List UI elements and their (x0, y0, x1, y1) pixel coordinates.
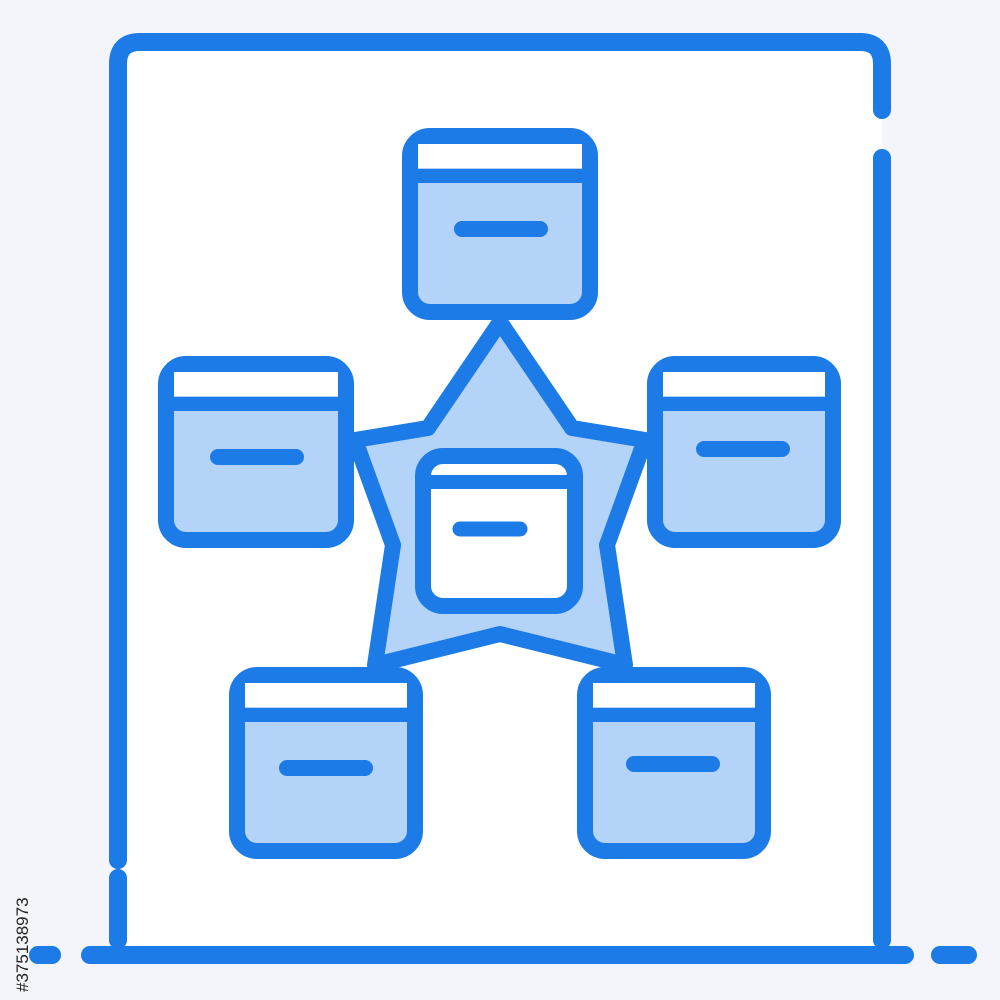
node-right (647, 356, 841, 548)
node-bottom-right (577, 667, 771, 859)
node-center (415, 448, 583, 614)
stock-id-text: #375138973 (13, 897, 32, 992)
node-bottom-left (229, 667, 423, 859)
node-left (158, 356, 354, 548)
document-outline (29, 33, 977, 964)
stock-id-watermark: #375138973 (13, 897, 32, 992)
node-top (402, 128, 598, 320)
